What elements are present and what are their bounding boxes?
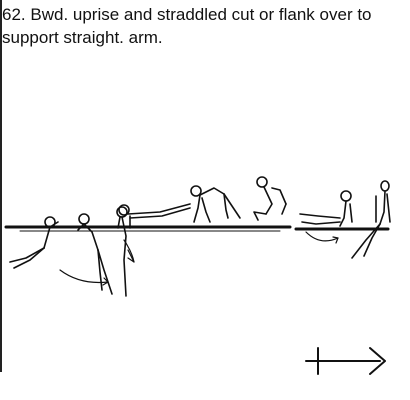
gymnast-frame-1: [9, 216, 59, 269]
gymnast-frame-5: [190, 185, 241, 223]
left-border: [0, 0, 2, 372]
gymnast-frame-6: [253, 176, 287, 221]
skill-number: 62.: [2, 5, 26, 24]
gymnast-frame-8: [351, 180, 391, 259]
gymnast-frame-7: [299, 190, 353, 244]
right-arrow-with-bar-icon: [305, 347, 386, 375]
gymnast-frame-2: [59, 213, 113, 295]
gymnast-frame-4: [118, 203, 191, 229]
bar-rail: [4, 225, 390, 232]
skill-description: Bwd. uprise and straddled cut or flank o…: [2, 5, 372, 47]
skill-caption: 62. Bwd. uprise and straddled cut or fla…: [2, 3, 406, 49]
gymnast-frame-3: [116, 206, 135, 297]
